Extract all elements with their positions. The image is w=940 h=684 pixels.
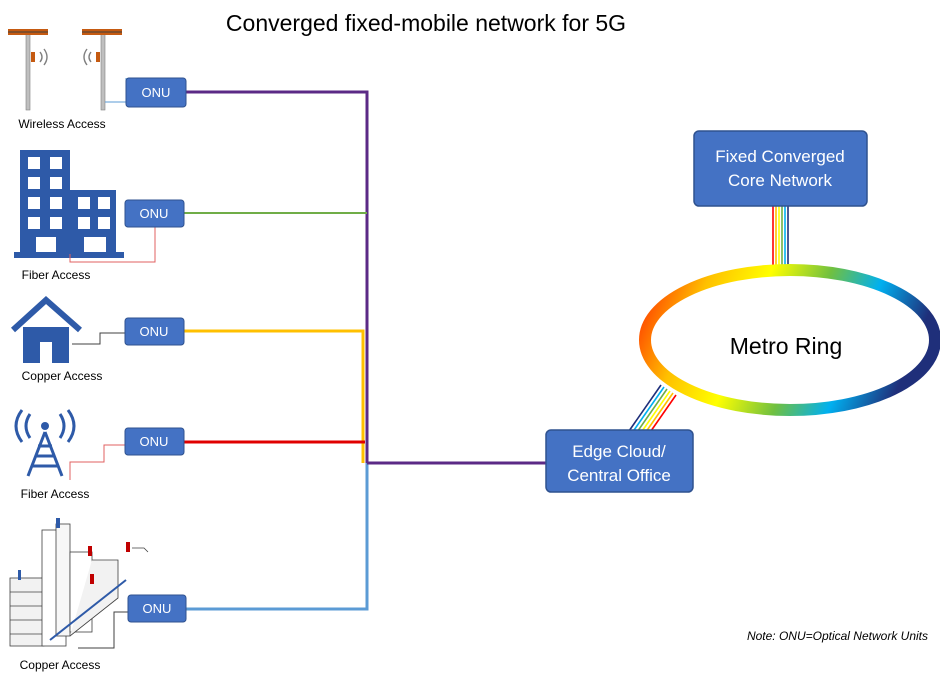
core-network-box: Fixed Converged Core Network — [693, 130, 868, 207]
link-wireless-access — [186, 90, 369, 463]
onu-label: ONU — [140, 324, 169, 339]
core-network-line1: Fixed Converged — [715, 147, 844, 166]
onu-fiber-1: ONU — [124, 199, 185, 228]
metro-ring-label: Metro Ring — [730, 333, 842, 359]
onu-label: ONU — [142, 85, 171, 100]
core-network-line2: Core Network — [728, 171, 832, 190]
house-icon — [10, 295, 125, 363]
access-links — [184, 90, 546, 611]
onu-wireless: ONU — [125, 77, 187, 108]
metro-ring: Metro Ring — [639, 264, 940, 416]
edge-cloud-box: Edge Cloud/ Central Office — [545, 429, 694, 493]
access-label-copper-1: Copper Access — [22, 369, 103, 383]
onu-copper-2: ONU — [127, 594, 187, 623]
access-label-fiber-2: Fiber Access — [21, 487, 90, 501]
edge-cloud-line1: Edge Cloud/ — [572, 442, 666, 461]
edge-cloud-line2: Central Office — [567, 466, 671, 485]
access-label-wireless: Wireless Access — [18, 117, 105, 131]
wireless-pole-icon — [8, 29, 127, 111]
link-copper-access-2 — [186, 463, 369, 611]
diagram-title: Converged fixed-mobile network for 5G — [226, 10, 626, 36]
link-copper-access-1 — [184, 329, 365, 463]
onu-label: ONU — [140, 434, 169, 449]
city-buildings-icon — [9, 518, 149, 649]
office-building-icon — [14, 150, 156, 263]
footnote: Note: ONU=Optical Network Units — [747, 629, 928, 643]
onu-copper-1: ONU — [124, 317, 185, 346]
access-label-copper-2: Copper Access — [20, 658, 101, 672]
onu-label: ONU — [140, 206, 169, 221]
onu-label: ONU — [143, 601, 172, 616]
cell-tower-icon — [14, 409, 125, 480]
access-label-fiber-1: Fiber Access — [22, 268, 91, 282]
rainbow-fiber-core-to-ring — [772, 206, 789, 268]
onu-fiber-2: ONU — [124, 427, 185, 456]
